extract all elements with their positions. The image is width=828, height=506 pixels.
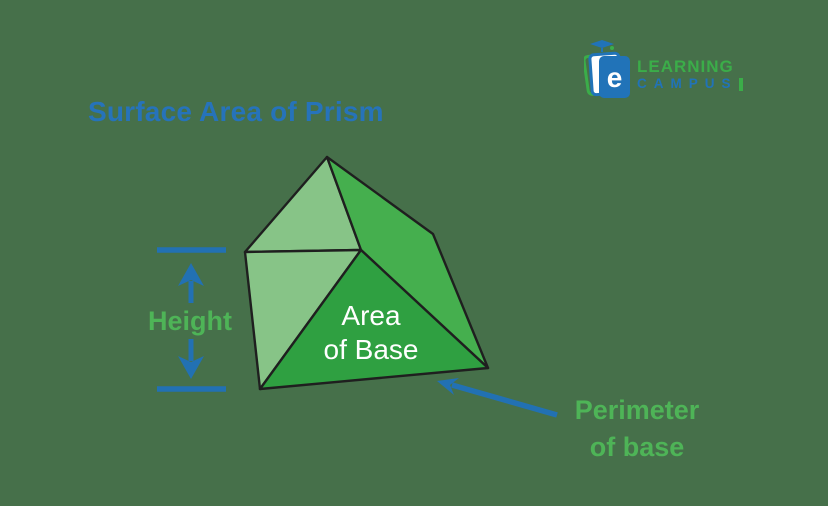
logo-wordmark: LEARNING CAMPUS	[637, 58, 743, 91]
perimeter-arrowhead-icon	[437, 378, 459, 395]
height-dimension	[157, 247, 226, 392]
book-pages	[584, 51, 630, 98]
logo-end-bar	[738, 77, 743, 91]
perimeter-label-line1: Perimeter	[574, 395, 700, 425]
logo-learning-text: LEARNING	[637, 57, 734, 76]
height-label: Height	[148, 306, 232, 336]
logo-emblem-letter: e	[607, 62, 623, 93]
triangular-prism	[243, 155, 490, 391]
area-label-line2: of Base	[323, 334, 419, 365]
perimeter-arrow	[437, 378, 558, 418]
perimeter-label-line2: of base	[589, 432, 685, 462]
book-logo-icon: e	[584, 40, 630, 98]
height-up-arrowhead-icon	[178, 263, 204, 286]
graduation-cap-icon	[590, 40, 614, 52]
brand-logo: e LEARNING CAMPUS	[584, 39, 743, 99]
perimeter-arrow-shaft	[451, 382, 558, 418]
page-title: Surface Area of Prism	[88, 96, 384, 127]
logo-campus-text: CAMPUS	[637, 76, 738, 91]
area-label-line1: Area	[341, 300, 401, 331]
area-of-base-label: Area of Base	[286, 299, 456, 367]
prism-face-base	[258, 248, 490, 391]
perimeter-of-base-label: Perimeter of base	[527, 392, 747, 466]
height-down-arrowhead-icon	[178, 356, 204, 379]
